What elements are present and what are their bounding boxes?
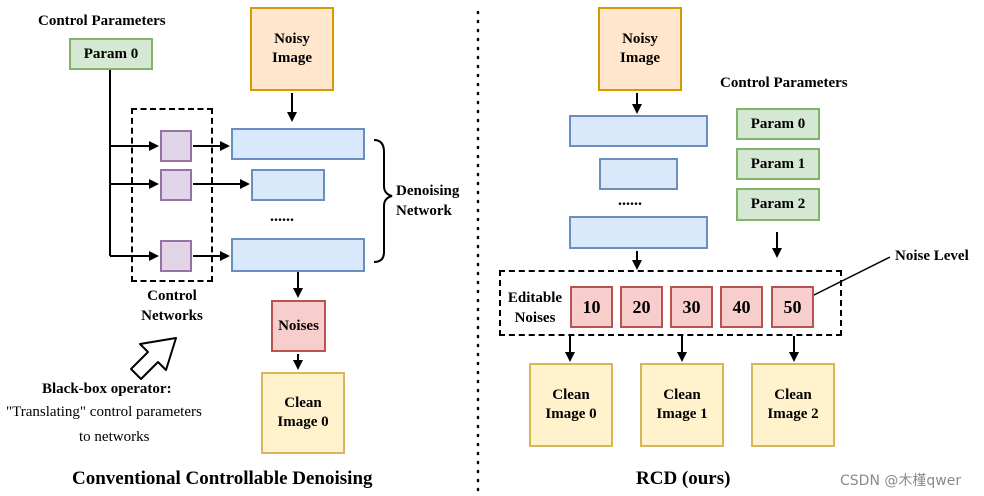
blackbox-line1: "Translating" control parameters — [6, 404, 202, 420]
watermark: CSDN @木槿qwer — [840, 473, 962, 489]
network-ellipsis: ...... — [270, 208, 294, 225]
rcd-control-parameters-title: Control Parameters — [720, 75, 848, 91]
noise-value-50: 50 — [771, 286, 814, 328]
rcd-network-layer-1 — [569, 115, 708, 147]
network-layer-2 — [251, 169, 325, 201]
rcd-param-1-label: Param 1 — [750, 155, 806, 172]
editable-noises-frame — [499, 270, 842, 336]
rcd-param-2-label: Param 2 — [750, 196, 806, 212]
blackbox-line2: to networks — [79, 429, 150, 445]
network-brace — [373, 139, 393, 263]
noise-value-30-label: 30 — [682, 296, 701, 317]
rcd-arrows — [565, 93, 891, 362]
noise-value-50-label: 50 — [783, 296, 802, 317]
noises-box: Noises — [271, 300, 326, 352]
rcd-network-ellipsis: ...... — [618, 192, 642, 209]
control-networks-line2: Networks — [141, 308, 203, 324]
noisy-image-box: Noisy Image — [250, 7, 334, 91]
noise-value-30: 30 — [670, 286, 713, 328]
noise-value-40-label: 40 — [732, 296, 751, 317]
pointer-arrow-icon — [130, 337, 177, 380]
editable-noises-label: Editable Noises — [503, 288, 567, 328]
control-networks-label: Control Networks — [128, 286, 216, 326]
control-net-2 — [160, 169, 192, 201]
rcd-clean-image-2-line1: Clean — [774, 387, 812, 403]
rcd-network-layer-3 — [569, 216, 708, 249]
param-0-label: Param 0 — [83, 45, 139, 62]
network-layer-1 — [231, 128, 365, 160]
rcd-clean-image-2-box: Clean Image 2 — [751, 363, 835, 447]
rcd-param-1-box: Param 1 — [736, 148, 820, 180]
clean-image-0-line2: Image 0 — [277, 414, 329, 430]
blackbox-title: Black-box operator: — [42, 381, 172, 397]
noise-value-20-label: 20 — [632, 296, 651, 317]
clean-image-0-box: Clean Image 0 — [261, 372, 345, 454]
left-caption: Conventional Controllable Denoising — [72, 468, 373, 489]
denoising-network-line2: Network — [396, 203, 452, 219]
rcd-clean-image-0-box: Clean Image 0 — [529, 363, 613, 447]
network-layer-3 — [231, 238, 365, 272]
control-networks-frame — [131, 108, 213, 282]
noises-label: Noises — [278, 317, 319, 334]
editable-noises-line1: Editable — [507, 290, 563, 306]
noise-value-40: 40 — [720, 286, 763, 328]
rcd-param-0-box: Param 0 — [736, 108, 820, 140]
rcd-clean-image-1-line2: Image 1 — [656, 406, 708, 422]
rcd-clean-image-0-line1: Clean — [552, 387, 590, 403]
rcd-noisy-image-line2: Image — [620, 50, 660, 66]
control-parameters-title: Control Parameters — [38, 13, 166, 29]
noise-value-20: 20 — [620, 286, 663, 328]
rcd-network-layer-2 — [599, 158, 678, 190]
noise-value-10-label: 10 — [582, 296, 601, 317]
clean-image-0-line1: Clean — [284, 395, 322, 411]
param-branch-arrows — [109, 70, 303, 370]
noise-level-label: Noise Level — [895, 248, 969, 264]
denoising-network-label: Denoising Network — [396, 181, 459, 221]
rcd-noisy-image-line1: Noisy — [622, 31, 658, 47]
rcd-param-2-box: Param 2 — [736, 188, 820, 221]
control-net-1 — [160, 130, 192, 162]
control-net-3 — [160, 240, 192, 272]
noisy-image-line1: Noisy — [274, 31, 310, 47]
rcd-clean-image-1-line1: Clean — [663, 387, 701, 403]
rcd-param-0-label: Param 0 — [750, 115, 806, 132]
control-networks-line1: Control — [147, 288, 197, 304]
noisy-image-line2: Image — [272, 50, 312, 66]
denoising-network-line1: Denoising — [396, 183, 460, 199]
rcd-clean-image-1-box: Clean Image 1 — [640, 363, 724, 447]
rcd-clean-image-2-line2: Image 2 — [767, 406, 819, 422]
rcd-clean-image-0-line2: Image 0 — [545, 406, 597, 422]
param-0-box: Param 0 — [69, 38, 153, 70]
editable-noises-line2: Noises — [514, 310, 556, 326]
right-caption: RCD (ours) — [636, 468, 731, 489]
rcd-noisy-image-box: Noisy Image — [598, 7, 682, 91]
noise-value-10: 10 — [570, 286, 613, 328]
